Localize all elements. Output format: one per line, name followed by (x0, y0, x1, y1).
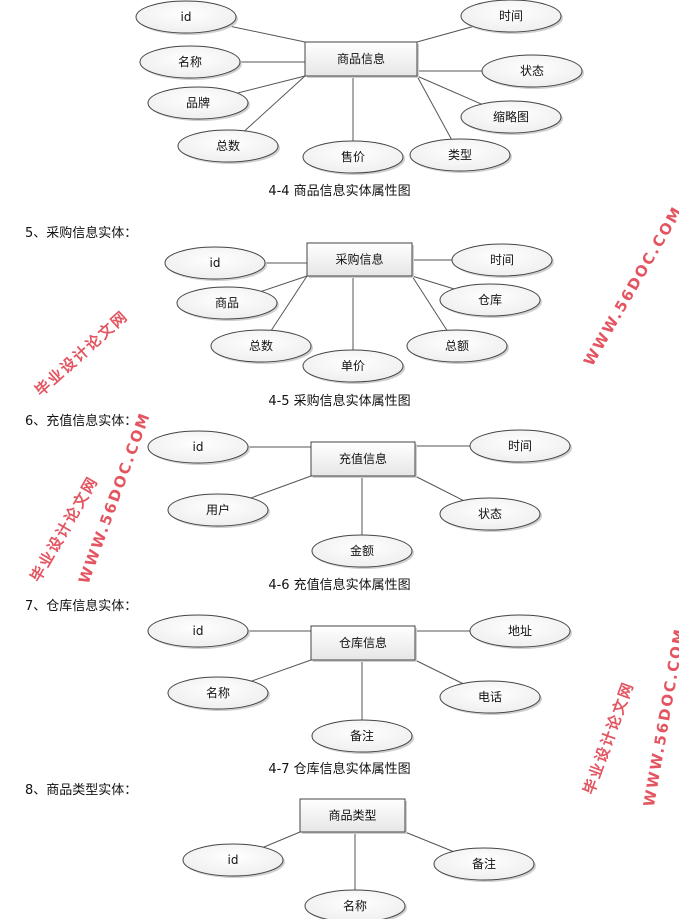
attribute-ellipse (469, 614, 571, 648)
caption-4-6: 4-6 充值信息实体属性图 (268, 578, 411, 593)
attribute-label: id (193, 624, 204, 638)
attribute-ellipse (439, 680, 541, 714)
entity-box (306, 242, 413, 277)
attribute-label: 时间 (499, 9, 523, 23)
attribute-label: 名称 (206, 685, 230, 700)
attribute-label: 类型 (448, 148, 472, 162)
attribute-ellipse (147, 86, 249, 120)
entity-box (299, 798, 406, 833)
attribute-label: 状态 (478, 507, 502, 521)
attribute-label: id (210, 256, 221, 270)
attribute-label: id (193, 440, 204, 454)
attribute-ellipse (302, 349, 404, 383)
attribute-ellipse (167, 493, 269, 527)
attribute-label: 品牌 (186, 96, 210, 110)
entity-label: 商品信息 (337, 51, 385, 66)
attribute-ellipse (302, 140, 404, 174)
attribute-label: 时间 (490, 253, 514, 267)
caption-4-7: 4-7 仓库信息实体属性图 (268, 762, 411, 777)
entity-label: 充值信息 (339, 451, 387, 466)
caption-4-5: 4-5 采购信息实体属性图 (268, 394, 411, 409)
er-diagram-5: id 名称 备注 商品类型 (182, 798, 536, 919)
attribute-label: 时间 (508, 439, 532, 453)
attribute-ellipse (439, 283, 541, 317)
attribute-ellipse (460, 0, 562, 33)
attribute-ellipse (460, 100, 562, 134)
attribute-ellipse (304, 889, 406, 919)
attribute-label: 商品 (215, 295, 239, 310)
attribute-ellipse (164, 246, 266, 280)
entity-label: 商品类型 (328, 808, 376, 823)
attribute-ellipse (167, 676, 269, 710)
attribute-ellipse (481, 54, 583, 88)
attribute-ellipse (311, 534, 413, 568)
attribute-ellipse (182, 843, 284, 877)
attribute-label: 备注 (472, 856, 496, 871)
attribute-label: 状态 (520, 64, 544, 78)
attribute-ellipse (147, 430, 249, 464)
attribute-ellipse (311, 719, 413, 753)
attribute-label: 缩略图 (493, 109, 529, 124)
attribute-ellipse (135, 0, 237, 34)
attribute-label: 电话 (478, 690, 502, 704)
attribute-ellipse (177, 129, 279, 163)
entity-box (304, 41, 418, 77)
entity-box (310, 441, 416, 477)
attribute-label: 地址 (508, 624, 532, 638)
attribute-label: id (228, 853, 239, 867)
attribute-label: 总数 (249, 338, 273, 353)
entity-label: 采购信息 (335, 252, 383, 267)
caption-4-4: 4-4 商品信息实体属性图 (268, 184, 411, 199)
attribute-label: 名称 (343, 898, 367, 913)
attribute-ellipse (139, 45, 241, 79)
attribute-ellipse (409, 138, 511, 172)
attribute-ellipse (433, 847, 535, 881)
entity-label: 仓库信息 (339, 635, 387, 650)
attribute-ellipse (176, 286, 278, 320)
heading-recharge: 6、充值信息实体： (25, 414, 138, 429)
attribute-label: 售价 (341, 149, 365, 164)
attribute-label: 名称 (178, 54, 202, 69)
heading-purchase: 5、采购信息实体： (25, 226, 138, 241)
attribute-label: 单价 (341, 359, 365, 373)
attribute-ellipse (147, 614, 249, 648)
attribute-ellipse (451, 243, 553, 277)
attribute-ellipse (439, 497, 541, 531)
heading-warehouse: 7、仓库信息实体： (25, 599, 138, 614)
attribute-label: 仓库 (478, 292, 502, 307)
attribute-label: 备注 (350, 728, 374, 743)
entity-box (310, 625, 416, 661)
heading-product-type: 8、商品类型实体： (25, 783, 138, 798)
attribute-label: 用户 (206, 502, 230, 517)
attribute-ellipse (210, 329, 312, 363)
attribute-label: id (181, 10, 192, 24)
attribute-label: 总额 (445, 339, 469, 353)
attribute-label: 总数 (216, 138, 240, 153)
attribute-ellipse (406, 329, 508, 363)
attribute-ellipse (469, 429, 571, 463)
attribute-label: 金额 (350, 543, 374, 558)
